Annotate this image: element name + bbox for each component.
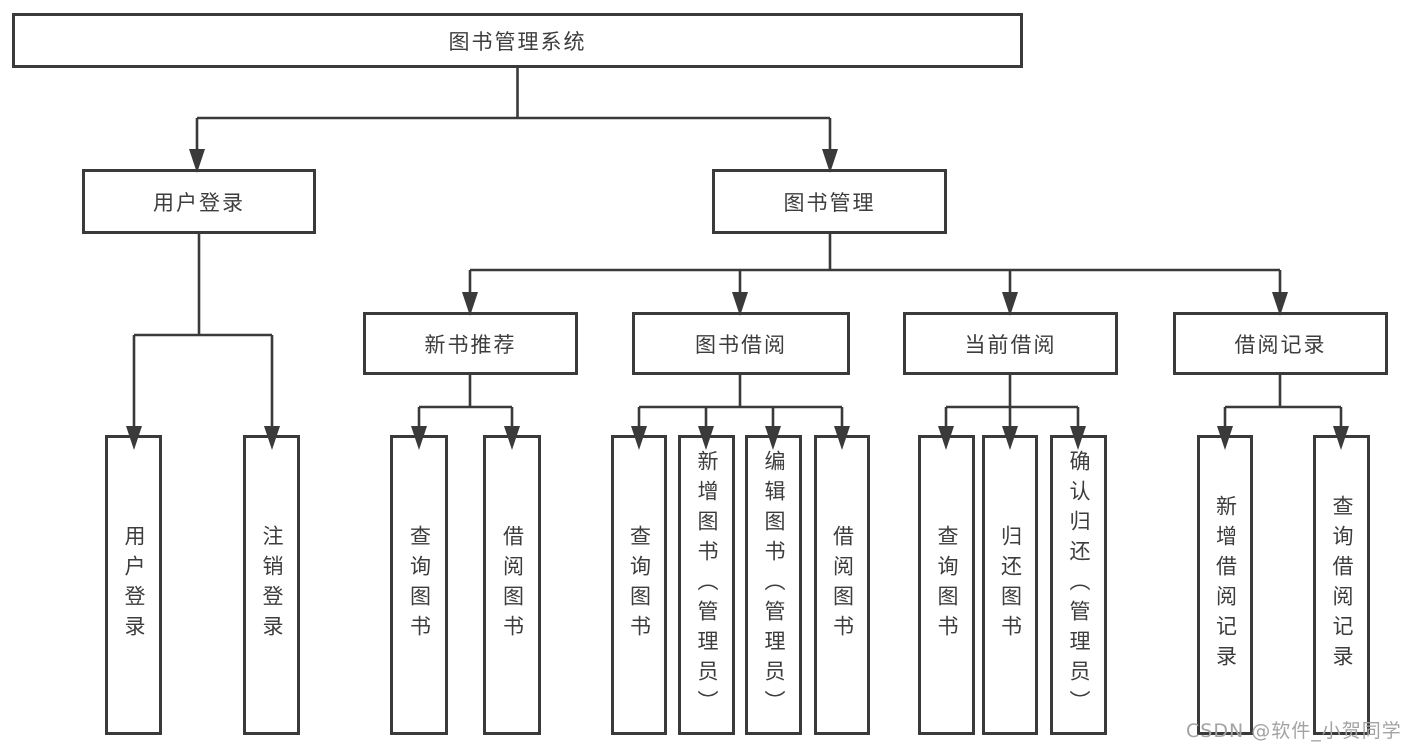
leaf-recommend-borrow-book-label: 借阅图书 <box>500 525 525 645</box>
node-user-login: 用户登录 <box>82 169 316 234</box>
leaf-query-borrow-record: 查询借阅记录 <box>1313 435 1370 735</box>
leaf-confirm-return-admin-label: 确认归还（管理员） <box>1067 450 1091 720</box>
leaf-add-book-admin: 新增图书（管理员） <box>678 435 735 735</box>
leaf-user-login: 用户登录 <box>105 435 162 735</box>
node-borrow-records: 借阅记录 <box>1173 312 1388 375</box>
leaf-logout-label: 注销登录 <box>260 525 284 645</box>
leaf-add-borrow-record: 新增借阅记录 <box>1197 435 1253 735</box>
node-root: 图书管理系统 <box>12 13 1023 68</box>
leaf-add-book-admin-label: 新增图书（管理员） <box>695 450 719 720</box>
node-current-borrow-label: 当前借阅 <box>964 332 1057 357</box>
leaf-borrow-book: 借阅图书 <box>814 435 870 735</box>
leaf-borrow-book-label: 借阅图书 <box>830 525 855 645</box>
leaf-borrow-query-book: 查询图书 <box>611 435 667 735</box>
leaf-add-borrow-record-label: 新增借阅记录 <box>1213 495 1238 675</box>
node-book-borrow-label: 图书借阅 <box>695 332 787 357</box>
leaf-edit-book-admin: 编辑图书（管理员） <box>745 435 802 735</box>
node-book-management: 图书管理 <box>712 169 947 234</box>
node-user-login-label: 用户登录 <box>153 190 245 215</box>
leaf-edit-book-admin-label: 编辑图书（管理员） <box>762 450 786 720</box>
node-borrow-records-label: 借阅记录 <box>1234 332 1327 357</box>
leaf-recommend-query-book: 查询图书 <box>390 435 448 735</box>
leaf-logout: 注销登录 <box>243 435 300 735</box>
leaf-return-book-label: 归还图书 <box>998 525 1023 645</box>
leaf-query-borrow-record-label: 查询借阅记录 <box>1330 495 1354 675</box>
node-new-book-recommend: 新书推荐 <box>363 312 578 375</box>
node-book-borrow: 图书借阅 <box>632 312 850 375</box>
leaf-recommend-query-book-label: 查询图书 <box>407 525 432 645</box>
leaf-borrow-query-book-label: 查询图书 <box>627 525 652 645</box>
node-new-book-recommend-label: 新书推荐 <box>424 332 517 357</box>
leaf-current-query-book: 查询图书 <box>918 435 975 735</box>
node-book-management-label: 图书管理 <box>783 190 876 215</box>
csdn-watermark: CSDN @软件_小贺同学 <box>1186 720 1402 742</box>
leaf-recommend-borrow-book: 借阅图书 <box>483 435 541 735</box>
leaf-current-query-book-label: 查询图书 <box>935 525 959 645</box>
node-current-borrow: 当前借阅 <box>903 312 1118 375</box>
node-root-label: 图书管理系统 <box>448 29 587 54</box>
leaf-user-login-label: 用户登录 <box>122 525 146 645</box>
leaf-confirm-return-admin: 确认归还（管理员） <box>1050 435 1107 735</box>
leaf-return-book: 归还图书 <box>982 435 1038 735</box>
